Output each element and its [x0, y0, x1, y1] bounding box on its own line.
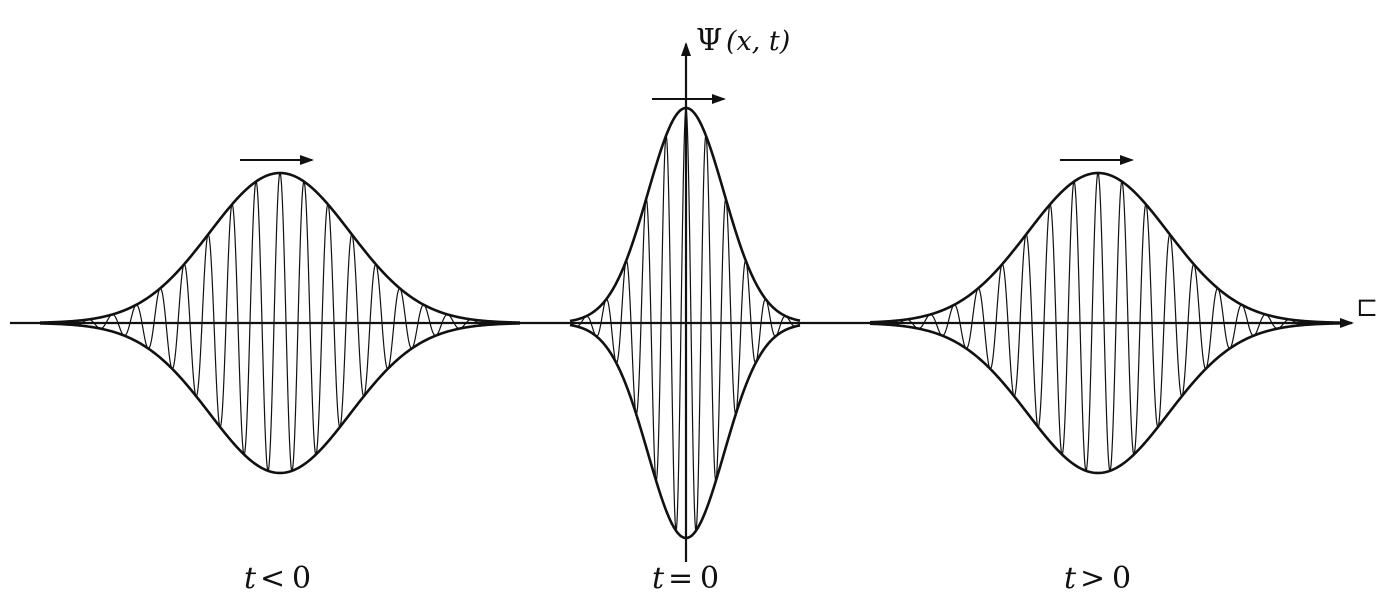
wave-packet-center — [569, 106, 801, 540]
time-relation: = — [668, 561, 693, 596]
time-relation: > — [1080, 561, 1105, 596]
time-relation: < — [260, 561, 285, 596]
carrier-wave — [569, 107, 801, 531]
lower-envelope — [869, 322, 1346, 475]
wave-packet-after — [869, 171, 1346, 475]
x-axis-label: ⊏ — [1356, 293, 1378, 323]
time-value: 0 — [1112, 561, 1131, 596]
time-label-after: t > 0 — [1064, 561, 1131, 596]
lower-envelope — [569, 323, 801, 540]
upper-envelope — [569, 106, 801, 323]
upper-envelope — [39, 171, 521, 324]
time-value: 0 — [292, 561, 311, 596]
psi-arguments-label: (x, t) — [726, 26, 790, 57]
psi-symbol-label: Ψ — [696, 23, 722, 58]
time-label-before: t < 0 — [244, 561, 311, 596]
time-label-center: t = 0 — [652, 561, 719, 596]
wave-packet-before — [39, 171, 521, 475]
time-value: 0 — [700, 561, 719, 596]
time-var: t — [1064, 561, 1077, 596]
time-var: t — [244, 561, 257, 596]
lower-envelope — [39, 322, 521, 475]
time-var: t — [652, 561, 665, 596]
upper-envelope — [869, 171, 1346, 324]
